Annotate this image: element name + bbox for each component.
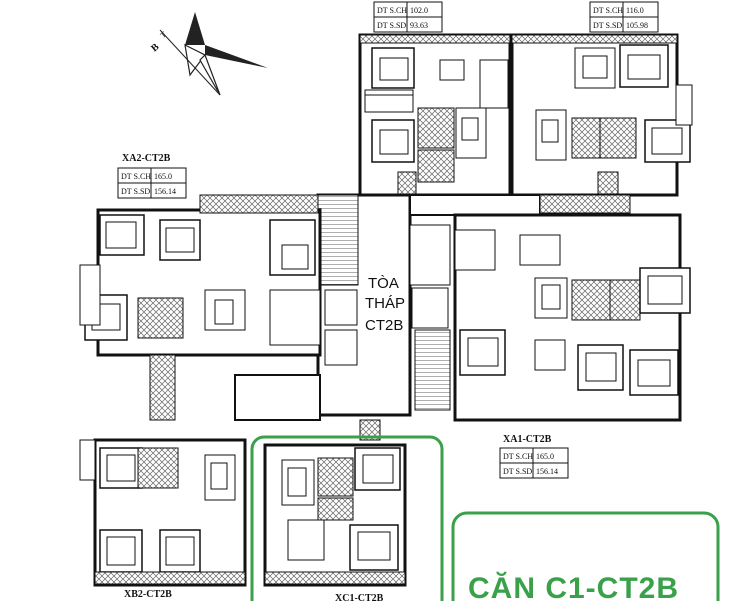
compass-letter-t: T <box>159 30 169 40</box>
building-core: TÒA THÁP CT2B <box>234 193 541 441</box>
top-left-row2-label: DT S.SD <box>377 21 406 30</box>
info-table-top-left: DT S.CH 102.0 DT S.SD 93.63 <box>373 1 443 33</box>
highlight-label-text: CĂN C1-CT2B <box>468 571 679 601</box>
tower-label-line3: CT2B <box>365 317 403 334</box>
unit-xa2 <box>79 194 322 421</box>
unit-xc1: XC1-CT2B <box>263 443 407 601</box>
info-table-top-right: DT S.CH 116.0 DT S.SD 105.98 <box>589 1 659 33</box>
top-left-row2-value: 93.63 <box>410 21 428 30</box>
top-left-row1-label: DT S.CH <box>377 6 407 15</box>
compass-letter-b: B <box>149 41 161 54</box>
xa2-row1-label: DT S.CH <box>121 172 151 181</box>
unit-xa1 <box>453 194 691 422</box>
compass-icon: B T <box>149 12 268 96</box>
xa1-row1-label: DT S.CH <box>503 452 533 461</box>
xa1-row2-value: 156.14 <box>536 467 558 476</box>
unit-xb2: XB2-CT2B <box>79 438 247 600</box>
xa1-row1-value: 165.0 <box>536 452 554 461</box>
xa2-row2-value: 156.14 <box>154 187 176 196</box>
unit-xa1-name: XA1-CT2B <box>503 434 552 445</box>
info-table-xa1: XA1-CT2B DT S.CH 165.0 DT S.SD 156.14 <box>499 434 569 479</box>
tower-label-line2: THÁP <box>365 295 405 312</box>
xa1-row2-label: DT S.SD <box>503 467 532 476</box>
xa2-row2-label: DT S.SD <box>121 187 150 196</box>
top-right-row1-label: DT S.CH <box>593 6 623 15</box>
top-right-row2-value: 105.98 <box>626 21 648 30</box>
unit-xa2-name: XA2-CT2B <box>122 153 171 164</box>
unit-top-left <box>358 33 512 197</box>
unit-xb2-name: XB2-CT2B <box>124 589 172 600</box>
tower-label-line1: TÒA <box>368 275 399 292</box>
top-right-row2-label: DT S.SD <box>593 21 622 30</box>
unit-xc1-name: XC1-CT2B <box>335 593 384 601</box>
info-table-xa2: XA2-CT2B DT S.CH 165.0 DT S.SD 156.14 <box>117 153 187 199</box>
unit-top-right <box>510 33 693 197</box>
highlight-label-box <box>451 511 720 601</box>
top-left-row1-value: 102.0 <box>410 6 428 15</box>
xa2-row1-value: 165.0 <box>154 172 172 181</box>
top-right-row1-value: 116.0 <box>626 6 644 15</box>
highlight-unit-c1-box <box>250 435 444 601</box>
